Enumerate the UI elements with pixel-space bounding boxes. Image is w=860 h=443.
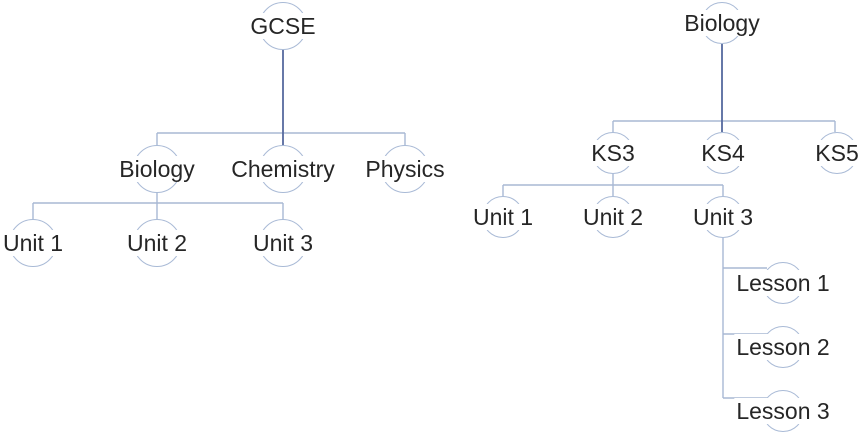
node-label: Physics [363,156,447,182]
node-label: Unit 2 [580,204,646,230]
node-label: Unit 3 [690,204,756,230]
node-label: KS3 [589,140,637,166]
node-label: KS4 [699,140,747,166]
node-label: Biology [117,156,197,182]
node-label: Unit 3 [250,230,316,256]
node-label: Lesson 1 [734,270,832,296]
node-label: Unit 2 [124,230,190,256]
node-label: Lesson 3 [734,398,832,424]
node-label: Chemistry [229,156,337,182]
node-label: Lesson 2 [734,334,832,360]
node-label: GCSE [248,13,318,39]
node-label: Unit 1 [0,230,66,256]
node-label: Biology [682,10,762,36]
gcse-tree-connectors [32,50,406,219]
node-label: Unit 1 [470,204,536,230]
node-label: KS5 [813,140,860,166]
